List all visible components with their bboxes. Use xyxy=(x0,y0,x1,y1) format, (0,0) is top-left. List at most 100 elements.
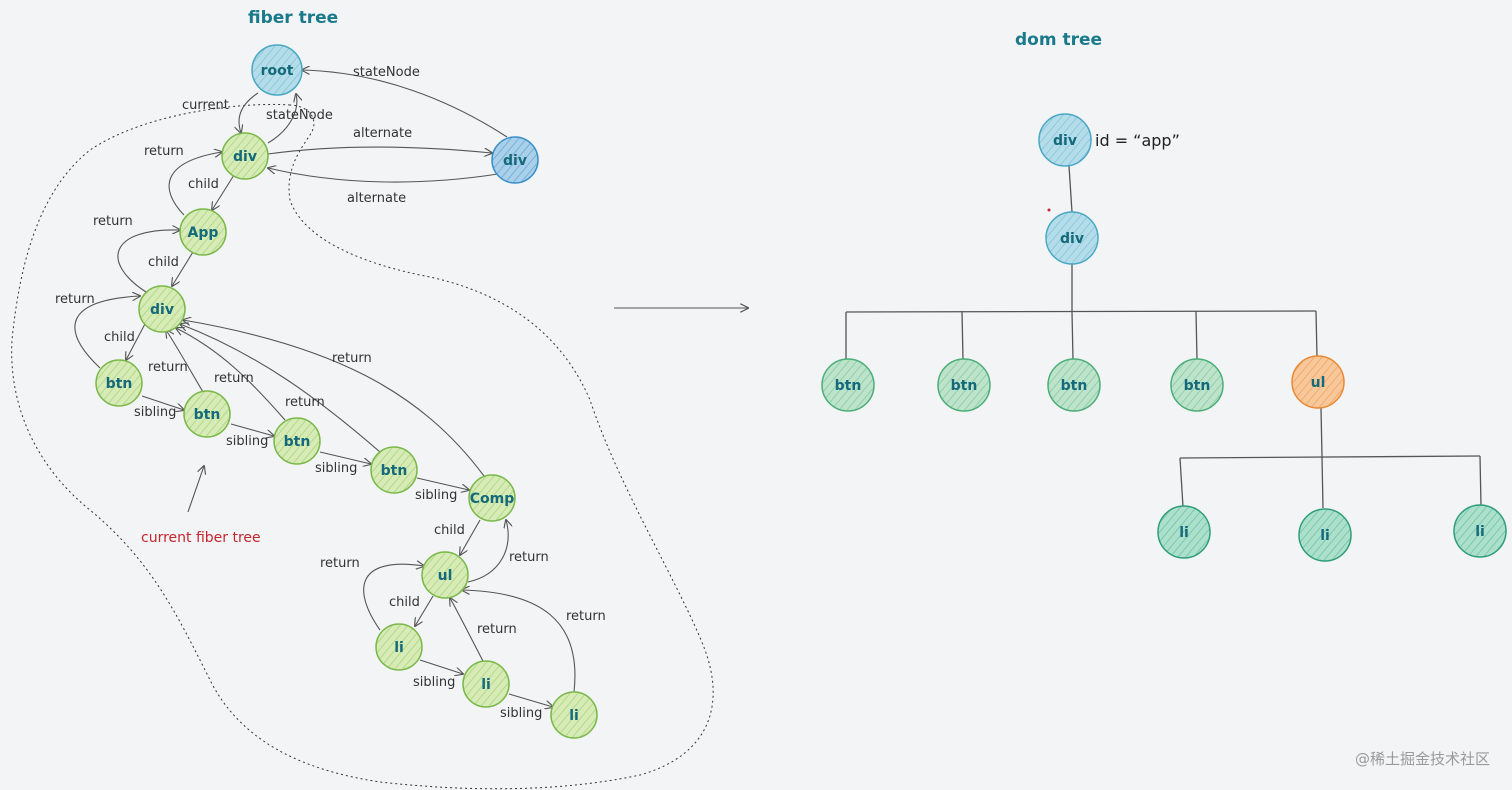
edge-statenode-div-root xyxy=(267,94,297,144)
edge-return-comp-inner xyxy=(183,320,485,477)
dom-node-label: ul xyxy=(1311,375,1326,391)
fiber-node-div-host: div xyxy=(221,132,269,180)
dom-attr-id: id = “app” xyxy=(1095,131,1180,150)
edge-child-comp-ul xyxy=(460,519,481,555)
dom-node-li-1: li xyxy=(1157,505,1211,559)
fiber-node-label: div xyxy=(503,153,527,169)
label-return: return xyxy=(214,371,254,386)
fiber-node-div-alternate: div xyxy=(491,136,539,184)
label-sibling: sibling xyxy=(315,461,357,476)
dom-node-li-3: li xyxy=(1453,504,1507,558)
edge-sibling-btn2-btn3 xyxy=(230,423,274,436)
fiber-node-btn-3: btn xyxy=(273,417,321,465)
fiber-node-div-inner: div xyxy=(138,285,186,333)
fiber-edges xyxy=(74,70,576,707)
label-child: child xyxy=(188,177,219,192)
edge-return-btn3-inner xyxy=(176,328,286,421)
edge-return-app-div xyxy=(168,152,222,216)
label-sibling: sibling xyxy=(134,405,176,420)
edge-return-ul-comp xyxy=(467,520,508,583)
label-child: child xyxy=(389,595,420,610)
fiber-node-root: root xyxy=(251,44,303,96)
edge-sibling-btn1-btn2 xyxy=(141,395,184,410)
edge-child-inner-btn1 xyxy=(126,321,147,360)
fiber-node-label: li xyxy=(569,708,579,724)
label-sibling: sibling xyxy=(413,675,455,690)
current-fiber-tree-boundary xyxy=(11,103,714,790)
dom-node-label: li xyxy=(1179,525,1189,541)
label-statenode: stateNode xyxy=(353,65,420,80)
edge-sibling-li1-li2 xyxy=(419,659,463,674)
label-current: current xyxy=(182,98,229,113)
label-return: return xyxy=(509,550,549,565)
fiber-node-li-2: li xyxy=(462,660,510,708)
label-return: return xyxy=(566,609,606,624)
edge-return-li1-ul xyxy=(363,564,424,631)
label-sibling: sibling xyxy=(500,706,542,721)
dom-node-btn-1: btn xyxy=(821,358,875,412)
label-return: return xyxy=(477,622,517,637)
fiber-node-label: li xyxy=(394,640,404,656)
fiber-nodes: root div div App div btn btn btn xyxy=(95,44,598,739)
edge-child-div-app xyxy=(212,174,235,210)
fiber-node-app: App xyxy=(179,208,227,256)
fiber-node-label: Comp xyxy=(470,491,515,507)
fiber-edge-labels: stateNode stateNode current alternate al… xyxy=(55,65,606,721)
edge-statenode-alt-root xyxy=(302,70,508,138)
fiber-node-btn-2: btn xyxy=(183,390,231,438)
label-sibling: sibling xyxy=(415,488,457,503)
edge-return-btn1-inner xyxy=(74,296,140,369)
edge-return-btn4-inner xyxy=(180,324,381,453)
edge-alternate-alt-div xyxy=(268,168,499,183)
fiber-node-label: div xyxy=(233,149,257,165)
dom-node-btn-3: btn xyxy=(1047,358,1101,412)
dom-node-label: div xyxy=(1060,231,1084,247)
pointer-arrow xyxy=(187,466,204,513)
label-return: return xyxy=(285,395,325,410)
fiber-node-btn-1: btn xyxy=(95,359,143,407)
current-fiber-tree-label: current fiber tree xyxy=(141,530,261,546)
edge-sibling-btn3-btn4 xyxy=(319,451,371,464)
label-alternate: alternate xyxy=(347,191,406,206)
edge-return-li2-ul xyxy=(450,598,484,662)
label-return: return xyxy=(93,214,133,229)
label-return: return xyxy=(55,292,95,307)
edge-alternate-div-alt xyxy=(267,146,492,154)
label-child: child xyxy=(148,255,179,270)
label-return: return xyxy=(320,556,360,571)
edge-child-app-inner xyxy=(172,251,194,286)
dom-node-li-2: li xyxy=(1298,508,1352,562)
dom-node-div-app: div xyxy=(1038,113,1092,167)
fiber-node-label: btn xyxy=(194,407,221,423)
fiber-node-li-3: li xyxy=(550,691,598,739)
edge-sibling-btn4-comp xyxy=(416,477,469,490)
dom-node-label: btn xyxy=(1061,378,1088,394)
dom-node-btn-2: btn xyxy=(937,358,991,412)
dom-nodes: div id = “app” div btn btn btn btn ul xyxy=(821,113,1507,562)
edge-return-inner-app xyxy=(117,230,180,293)
fiber-node-label: root xyxy=(261,63,294,79)
fiber-node-comp: Comp xyxy=(468,474,516,522)
dom-node-label: div xyxy=(1053,133,1077,149)
fiber-tree-title: fiber tree xyxy=(248,8,338,28)
edge-current-root-div xyxy=(239,92,259,133)
label-return: return xyxy=(144,144,184,159)
dom-node-btn-4: btn xyxy=(1170,358,1224,412)
label-return: return xyxy=(148,360,188,375)
edge-child-ul-li1 xyxy=(415,595,434,626)
fiber-node-btn-4: btn xyxy=(370,446,418,494)
fiber-node-label: btn xyxy=(381,463,408,479)
stray-dot xyxy=(1047,208,1051,212)
dom-tree-title: dom tree xyxy=(1015,30,1102,50)
label-child: child xyxy=(104,330,135,345)
dom-node-label: btn xyxy=(951,378,978,394)
label-statenode: stateNode xyxy=(266,108,333,123)
watermark: @稀土掘金技术社区 xyxy=(1355,750,1490,768)
edge-return-btn2-inner xyxy=(166,330,204,393)
dom-node-div: div xyxy=(1045,211,1099,265)
dom-node-ul: ul xyxy=(1291,355,1345,409)
fiber-node-label: div xyxy=(150,302,174,318)
edge-return-li3-ul xyxy=(462,590,576,693)
fiber-node-label: li xyxy=(481,677,491,693)
